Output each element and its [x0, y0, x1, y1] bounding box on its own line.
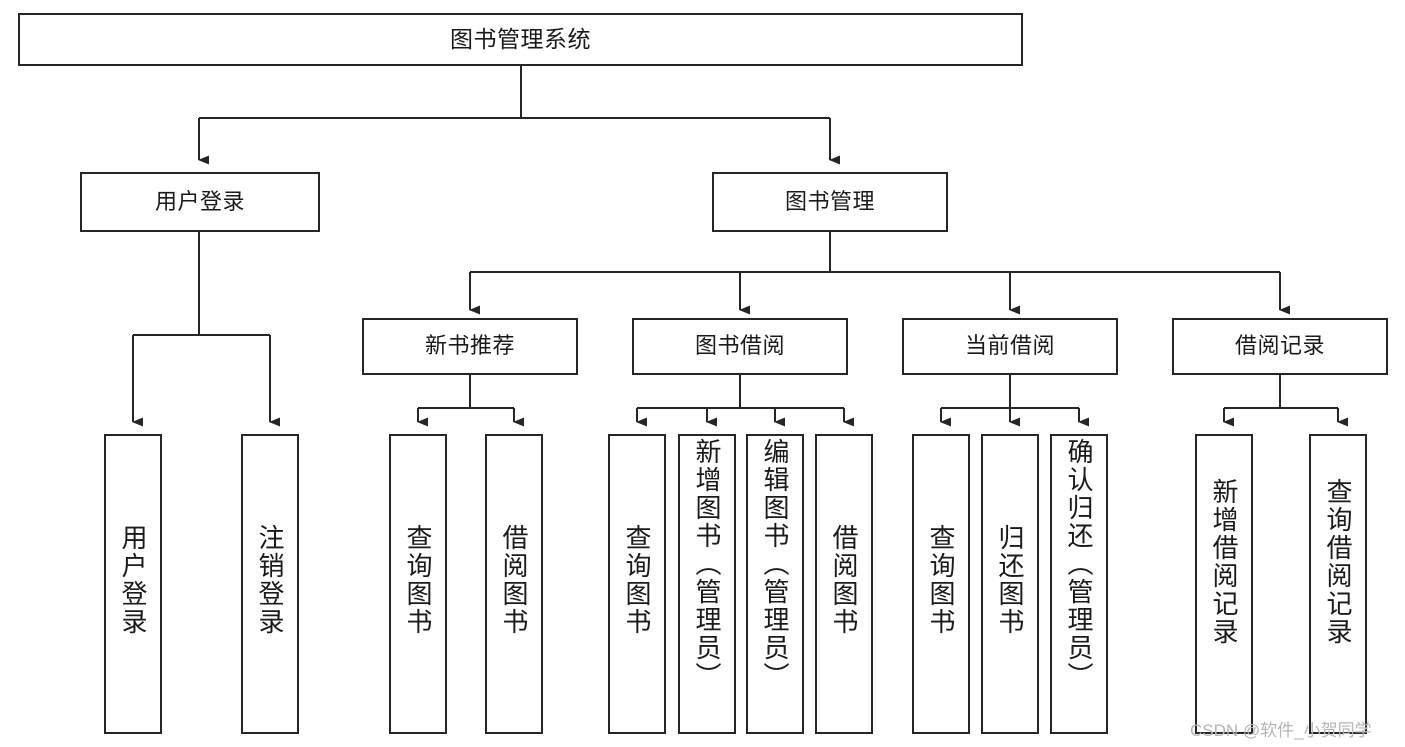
- node-leaf-return-book-label: 归还图书: [995, 524, 1025, 636]
- node-leaf-borrow-book-2[interactable]: 借阅图书: [815, 434, 873, 734]
- node-leaf-edit-book-label: 编辑图书（管理员）: [760, 438, 790, 690]
- node-root-label: 图书管理系统: [450, 25, 591, 52]
- node-root[interactable]: 图书管理系统: [18, 13, 1023, 66]
- node-borrow-record[interactable]: 借阅记录: [1172, 318, 1388, 375]
- node-borrow-record-label: 借阅记录: [1234, 333, 1325, 359]
- node-leaf-borrow-book-2-label: 借阅图书: [829, 524, 859, 636]
- node-leaf-edit-book[interactable]: 编辑图书（管理员）: [746, 434, 804, 734]
- node-leaf-query-book-1-label: 查询图书: [403, 524, 433, 636]
- node-leaf-user-login-label: 用户登录: [118, 524, 148, 636]
- node-leaf-query-record[interactable]: 查询借阅记录: [1309, 434, 1367, 734]
- node-leaf-query-book-3-label: 查询图书: [926, 524, 956, 636]
- node-user-login-label: 用户登录: [154, 188, 245, 214]
- node-new-book-recommend-label: 新书推荐: [424, 333, 515, 359]
- node-book-management[interactable]: 图书管理: [712, 172, 948, 232]
- node-book-borrow[interactable]: 图书借阅: [632, 318, 848, 375]
- node-leaf-confirm-return-label: 确认归还（管理员）: [1064, 438, 1094, 690]
- node-leaf-add-book[interactable]: 新增图书（管理员）: [678, 434, 736, 734]
- node-new-book-recommend[interactable]: 新书推荐: [362, 318, 578, 375]
- node-book-management-label: 图书管理: [784, 188, 875, 214]
- node-leaf-query-book-2-label: 查询图书: [622, 524, 652, 636]
- node-leaf-query-record-label: 查询借阅记录: [1323, 478, 1353, 646]
- node-leaf-borrow-book-1-label: 借阅图书: [499, 524, 529, 636]
- node-leaf-query-book-2[interactable]: 查询图书: [608, 434, 666, 734]
- node-current-borrow-label: 当前借阅: [964, 333, 1055, 359]
- node-leaf-logout[interactable]: 注销登录: [241, 434, 299, 734]
- node-leaf-logout-label: 注销登录: [255, 524, 285, 636]
- node-leaf-query-book-3[interactable]: 查询图书: [912, 434, 970, 734]
- node-user-login[interactable]: 用户登录: [80, 172, 320, 232]
- node-leaf-add-book-label: 新增图书（管理员）: [692, 438, 722, 690]
- node-current-borrow[interactable]: 当前借阅: [902, 318, 1118, 375]
- node-leaf-borrow-book-1[interactable]: 借阅图书: [485, 434, 543, 734]
- node-leaf-user-login[interactable]: 用户登录: [104, 434, 162, 734]
- node-book-borrow-label: 图书借阅: [694, 333, 785, 359]
- node-leaf-confirm-return[interactable]: 确认归还（管理员）: [1050, 434, 1108, 734]
- node-leaf-add-record-label: 新增借阅记录: [1209, 478, 1239, 646]
- node-leaf-return-book[interactable]: 归还图书: [981, 434, 1039, 734]
- node-leaf-add-record[interactable]: 新增借阅记录: [1195, 434, 1253, 734]
- node-leaf-query-book-1[interactable]: 查询图书: [389, 434, 447, 734]
